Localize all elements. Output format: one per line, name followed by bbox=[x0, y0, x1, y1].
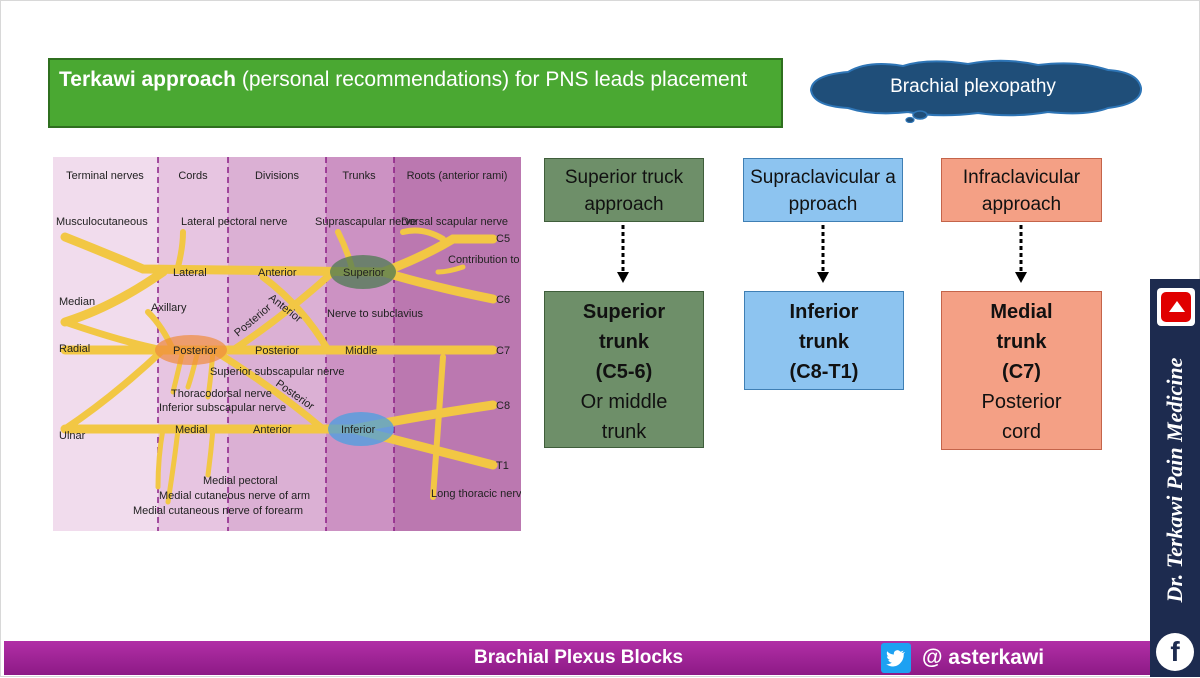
arrow-supraclavicular bbox=[817, 225, 829, 283]
approach-infraclavicular: Infraclavicular approach bbox=[941, 158, 1102, 222]
slide-title: Terkawi approach (personal recommendatio… bbox=[48, 58, 783, 128]
target-inferior-trunk: Inferior trunk (C8-T1) bbox=[744, 291, 904, 390]
branch-dorsal-scapular: Dorsal scapular nerve bbox=[401, 216, 508, 228]
twitter-icon[interactable] bbox=[881, 643, 911, 673]
branch-superior-subscapular: Superior subscapular nerve bbox=[210, 366, 345, 378]
title-bold: Terkawi approach bbox=[59, 68, 237, 91]
column-bg-trunks bbox=[326, 157, 394, 531]
column-bg-roots bbox=[394, 157, 521, 531]
target-superior-l5: trunk bbox=[601, 421, 647, 443]
nerve-ulnar: Ulnar bbox=[59, 430, 86, 442]
target-inferior-l3: (C8-T1) bbox=[789, 361, 859, 383]
posterior-cord-highlight bbox=[155, 335, 227, 365]
trunk-inferior: Inferior bbox=[341, 424, 376, 436]
root-c5: C5 bbox=[496, 233, 510, 245]
nerve-radial: Radial bbox=[59, 343, 90, 355]
twitter-handle[interactable]: @ asterkawi bbox=[922, 646, 1045, 669]
footer-title: Brachial Plexus Blocks bbox=[474, 647, 684, 668]
branch-phrenic: Contribution to phrenic nerve bbox=[448, 254, 521, 266]
target-medial-l5: cord bbox=[1002, 421, 1041, 443]
footer-bar: Brachial Plexus Blocks @ asterkawi bbox=[4, 641, 1150, 675]
approach-superior-label: Superior truck approach bbox=[564, 167, 684, 215]
trunk-superior: Superior bbox=[343, 267, 385, 279]
title-rest: (personal recommendations) for PNS leads… bbox=[236, 68, 748, 91]
target-medial-l4: Posterior bbox=[981, 391, 1062, 413]
target-medial-l1: Medial bbox=[990, 301, 1053, 323]
target-medial-trunk: Medial trunk (C7) Posterior cord bbox=[941, 291, 1102, 450]
root-t1: T1 bbox=[496, 460, 509, 472]
target-inferior-l2: trunk bbox=[799, 331, 849, 353]
author-name: Dr. Terkawi Pain Medicine bbox=[1162, 357, 1187, 603]
cord-medial: Medial bbox=[175, 424, 207, 436]
division-anterior-3: Anterior bbox=[253, 424, 292, 436]
branch-inferior-subscapular: Inferior subscapular nerve bbox=[159, 402, 286, 414]
facebook-icon[interactable]: f bbox=[1156, 633, 1194, 671]
col-roots-label: Roots (anterior rami) bbox=[407, 170, 508, 182]
approach-supraclavicular-label: Supraclavicular approach bbox=[750, 167, 896, 215]
col-cords-label: Cords bbox=[178, 170, 208, 182]
superior-trunk-highlight bbox=[330, 255, 396, 289]
target-superior-l4: Or middle bbox=[580, 391, 668, 413]
cord-lateral: Lateral bbox=[173, 267, 207, 279]
target-superior-l1: Superior bbox=[582, 301, 666, 323]
col-trunks-label: Trunks bbox=[342, 170, 376, 182]
nerve-median: Median bbox=[59, 296, 95, 308]
target-inferior-l1: Inferior bbox=[789, 301, 859, 323]
target-superior-l3: (C5-6) bbox=[595, 361, 653, 383]
col-terminal-label: Terminal nerves bbox=[66, 170, 144, 182]
approach-infraclavicular-label: Infraclavicular approach bbox=[962, 167, 1081, 215]
nerve-musculocutaneous: Musculocutaneous bbox=[56, 216, 148, 228]
root-c8: C8 bbox=[496, 400, 510, 412]
youtube-icon[interactable] bbox=[1157, 288, 1195, 326]
branch-long-thoracic: Long thoracic nerve bbox=[431, 488, 521, 500]
branch-cutaneous-forearm: Medial cutaneous nerve of forearm bbox=[133, 505, 303, 517]
approach-superior-trunk: Superior truck approach bbox=[544, 158, 704, 222]
branch-axillary: Axillary bbox=[151, 302, 187, 314]
division-posterior-2: Posterior bbox=[255, 345, 299, 357]
author-sidebar bbox=[1150, 279, 1200, 677]
cloud-label: Brachial plexopathy bbox=[890, 76, 1056, 97]
arrow-infraclavicular bbox=[1015, 225, 1027, 283]
thought-cloud-shape bbox=[809, 59, 1143, 123]
brachial-plexus-diagram: Terminal nerves Cords Divisions Trunks R… bbox=[53, 157, 521, 531]
target-medial-l3: (C7) bbox=[1002, 361, 1041, 383]
root-c7: C7 bbox=[496, 345, 510, 357]
col-divisions-label: Divisions bbox=[255, 170, 300, 182]
division-anterior-1: Anterior bbox=[258, 267, 297, 279]
root-c6: C6 bbox=[496, 294, 510, 306]
branch-medial-pectoral: Medial pectoral bbox=[203, 475, 278, 487]
arrow-superior bbox=[617, 225, 629, 283]
branch-thoracodorsal: Thoracodorsal nerve bbox=[171, 388, 272, 400]
target-superior-l2: trunk bbox=[599, 331, 649, 353]
youtube-play-icon bbox=[1161, 292, 1191, 322]
branch-subclavius: Nerve to subclavius bbox=[327, 308, 423, 320]
branch-suprascapular: Suprascapular nerve bbox=[315, 216, 417, 228]
branch-lateral-pectoral: Lateral pectoral nerve bbox=[181, 216, 287, 228]
target-superior-trunk: Superior trunk (C5-6) Or middle trunk bbox=[544, 291, 704, 448]
approach-supraclavicular: Supraclavicular approach bbox=[743, 158, 903, 222]
branch-cutaneous-arm: Medial cutaneous nerve of arm bbox=[159, 490, 310, 502]
trunk-middle: Middle bbox=[345, 345, 377, 357]
inferior-trunk-highlight bbox=[328, 412, 394, 446]
target-medial-l2: trunk bbox=[996, 331, 1047, 353]
cord-posterior: Posterior bbox=[173, 345, 217, 357]
